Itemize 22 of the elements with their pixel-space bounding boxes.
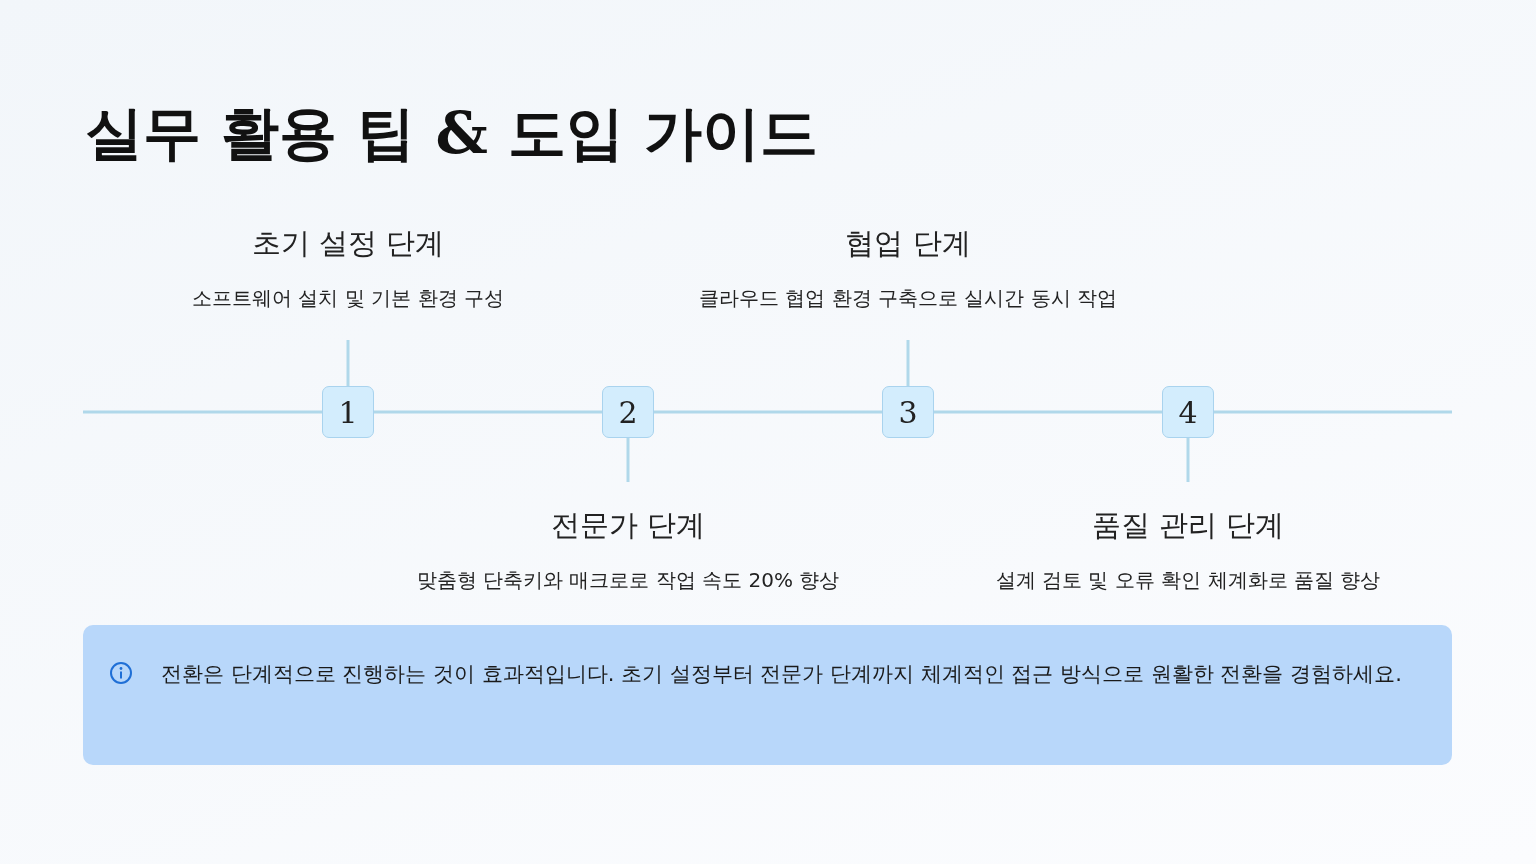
connector-line [906,340,910,386]
step-description: 소프트웨어 설치 및 기본 환경 구성 [191,285,505,312]
step-title: 전문가 단계 [549,507,707,544]
step-title: 품질 관리 단계 [1090,507,1286,544]
title: 실무 활용 팁 & 도입 가이드 [85,98,819,169]
timeline-line [374,410,602,414]
step-number-badge: 2 [602,386,654,438]
connector-line [346,340,350,386]
info-panel [83,625,1452,765]
step-description: 설계 검토 및 오류 확인 체계화로 품질 향상 [994,567,1382,594]
step-description: 클라우드 협업 환경 구축으로 실시간 동시 작업 [697,285,1119,312]
step-title: 초기 설정 단계 [250,225,446,262]
step-title: 협업 단계 [844,225,972,262]
step-number-badge: 1 [322,386,374,438]
timeline-line [934,410,1162,414]
step-number-badge: 4 [1162,386,1214,438]
connector-line [1186,438,1190,482]
timeline-line [654,410,882,414]
step-number-badge: 3 [882,386,934,438]
step-description: 맞춤형 단축키와 매크로로 작업 속도 20% 향상 [415,567,841,594]
connector-line [626,438,630,482]
info-text: 전환은 단계적으로 진행하는 것이 효과적입니다. 초기 설정부터 전문가 단계까지 체계적인 접근 방식으로 원활한 전환을 경험하세요. [161,661,1403,688]
